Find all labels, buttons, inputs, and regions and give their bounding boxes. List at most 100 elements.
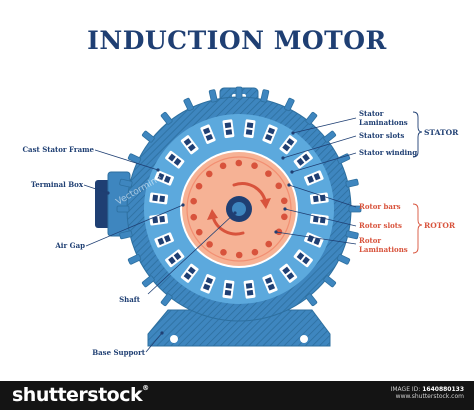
stator-winding	[313, 172, 321, 181]
stator-winding	[202, 283, 211, 291]
stator-winding	[224, 289, 232, 296]
cooling-fin	[208, 89, 218, 103]
cooling-fin	[160, 111, 173, 125]
rotor-bar	[265, 240, 273, 248]
stator-winding	[246, 122, 254, 129]
stator-winding	[168, 256, 176, 265]
stator-winding	[264, 277, 273, 285]
stator-winding	[286, 272, 295, 280]
stator-slot	[154, 170, 174, 186]
cooling-fin	[345, 230, 359, 240]
cooling-fin	[323, 275, 337, 288]
stator-slot-shape	[279, 135, 298, 155]
stator-slot-shape	[293, 249, 313, 268]
stator-slot	[200, 124, 216, 144]
stator-slot	[165, 249, 185, 268]
stator-winding	[296, 252, 305, 261]
stator-winding	[187, 143, 196, 152]
stator-winding	[157, 237, 165, 246]
stator-winding	[286, 138, 295, 146]
stator-winding	[267, 127, 276, 135]
stator-slot	[222, 279, 235, 299]
stator-slot	[309, 213, 329, 226]
rotor-bar	[205, 170, 213, 178]
label-rotor-laminations-line2: Laminations	[359, 245, 408, 254]
brand-text: shutterstock	[12, 384, 143, 406]
rotor-bar	[265, 170, 272, 177]
stator-winding	[313, 237, 321, 246]
rotor-bracket	[412, 203, 423, 254]
image-id-label: IMAGE ID:	[390, 386, 421, 393]
label-rotor-laminations-line1: Rotor	[359, 236, 381, 245]
stator-winding	[312, 215, 319, 223]
stator-slot	[149, 192, 169, 205]
label-stator-laminations-line1: Stator	[359, 109, 384, 118]
stator-winding	[225, 129, 233, 136]
leader-line	[83, 184, 109, 194]
label-cast-stator-frame: Cast Stator Frame	[22, 145, 94, 154]
stator-winding	[264, 133, 273, 141]
stator-winding	[205, 277, 214, 285]
rotor-bar	[190, 213, 198, 221]
diagram-title: INDUCTION MOTOR	[87, 26, 387, 55]
stator-winding	[163, 234, 171, 243]
stator-bracket	[412, 111, 423, 158]
stator-winding	[205, 133, 214, 141]
stator-slot	[149, 213, 169, 226]
label-shaft: Shaft	[119, 295, 141, 304]
stator-winding	[168, 153, 176, 162]
stator-winding	[152, 216, 159, 224]
rotor-bar	[195, 182, 203, 190]
stator-winding	[173, 157, 182, 166]
rotor-bar	[190, 197, 197, 205]
rotor-bar	[220, 248, 227, 256]
rotor-ring	[186, 156, 292, 262]
stator-winding	[282, 266, 291, 275]
leader-dot	[156, 168, 160, 172]
cooling-fin	[284, 97, 295, 112]
stator-slot-shape	[293, 150, 313, 169]
stator-slot	[165, 150, 185, 169]
stator-winding	[312, 195, 319, 203]
cooling-fin	[235, 86, 243, 100]
leader-line	[291, 152, 357, 173]
rotation-arrowhead	[260, 198, 271, 209]
stator-slot	[279, 135, 298, 155]
rotor-bars	[190, 159, 288, 259]
stator-winding	[152, 194, 159, 202]
rotor-bar	[251, 248, 259, 256]
rotor-bar	[251, 162, 258, 170]
rotor-bar	[275, 228, 283, 236]
stator-winding	[282, 143, 291, 152]
label-air-gap: Air Gap	[54, 241, 85, 250]
leader-line	[275, 231, 357, 245]
image-id: 1640880133	[422, 386, 464, 393]
stator-winding	[302, 153, 310, 162]
cooling-fin	[305, 293, 318, 307]
label-stator-laminations: Stator Laminations	[359, 109, 408, 127]
stator-winding	[245, 282, 253, 289]
stator-slot-shape	[180, 135, 199, 155]
rotor-bar	[280, 197, 288, 205]
stator-winding	[302, 256, 310, 265]
stator-slot	[262, 274, 278, 294]
stator-winding	[183, 272, 192, 280]
stator-slot	[222, 119, 235, 139]
rotor-bar	[281, 213, 288, 221]
stator-slot	[293, 249, 313, 268]
stator-slot	[243, 119, 256, 139]
stator-slot	[293, 150, 313, 169]
shutterstock-logo: shutterstock®	[12, 384, 149, 406]
leader-dot	[160, 331, 164, 335]
label-stator-laminations-line2: Laminations	[359, 118, 408, 127]
leader-dot	[106, 191, 110, 195]
stator-winding	[267, 283, 276, 291]
stator-slot	[200, 274, 216, 294]
stator-slot	[279, 263, 298, 283]
leader-line	[292, 117, 357, 134]
rotor-bar	[235, 159, 243, 167]
stator-winding	[245, 129, 253, 136]
stator-winding	[224, 122, 232, 129]
rotation-arrowhead	[207, 209, 218, 220]
cooling-fin	[141, 275, 155, 288]
